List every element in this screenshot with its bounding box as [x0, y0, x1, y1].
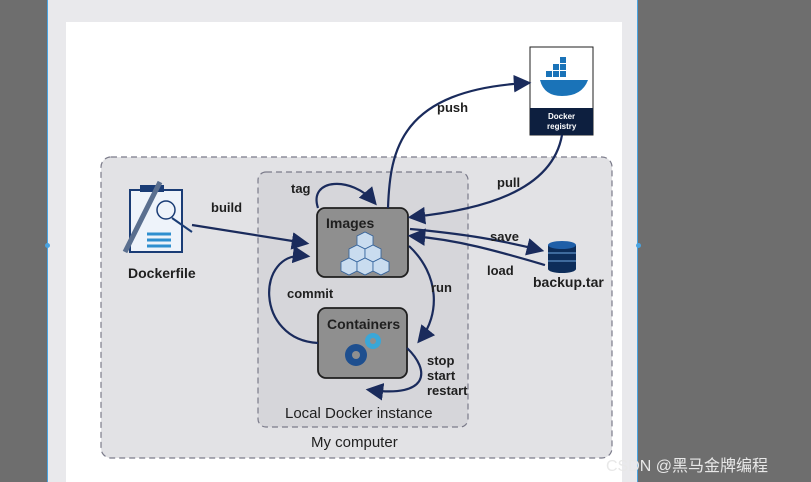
restart-label: restart [427, 383, 468, 398]
run-arrow [408, 245, 436, 344]
docker-whale-icon [540, 57, 588, 96]
commit-label: commit [287, 286, 334, 301]
pull-arrow [407, 134, 564, 225]
registry-label-bg [530, 108, 593, 135]
dockerfile-icon [122, 180, 193, 254]
resize-handle-left[interactable] [45, 243, 50, 248]
tag-label: tag [291, 181, 311, 196]
containers-label: Containers [327, 316, 401, 332]
load-arrow [407, 228, 546, 267]
stop-label: stop [427, 353, 455, 368]
registry-label-line2: registry [547, 122, 577, 131]
push-label: push [437, 100, 469, 115]
run-label: run [431, 280, 452, 295]
watermark-text: CSDN @黑马金牌编程 [606, 458, 769, 475]
gears-icon [345, 333, 381, 366]
pull-label: pull [497, 175, 521, 190]
backup-database-icon [548, 241, 576, 273]
backup-label: backup.tar [533, 274, 604, 290]
images-label: Images [326, 215, 375, 231]
commit-arrow [268, 245, 319, 345]
stop-start-restart-arrow [365, 347, 423, 401]
images-cubes-icon [340, 231, 390, 276]
load-label: load [487, 263, 514, 278]
save-label: save [490, 229, 519, 244]
local-docker-instance-label: Local Docker instance [285, 405, 433, 422]
build-label: build [211, 200, 243, 215]
resize-handle-right[interactable] [636, 243, 641, 248]
dockerfile-label: Dockerfile [128, 265, 196, 281]
tag-arrow [315, 182, 377, 209]
build-arrow [191, 223, 310, 250]
registry-label-line1: Docker [548, 112, 576, 121]
push-arrow [386, 74, 532, 209]
start-label: start [427, 368, 456, 383]
save-arrow [409, 227, 545, 256]
my-computer-label: My computer [311, 434, 398, 451]
